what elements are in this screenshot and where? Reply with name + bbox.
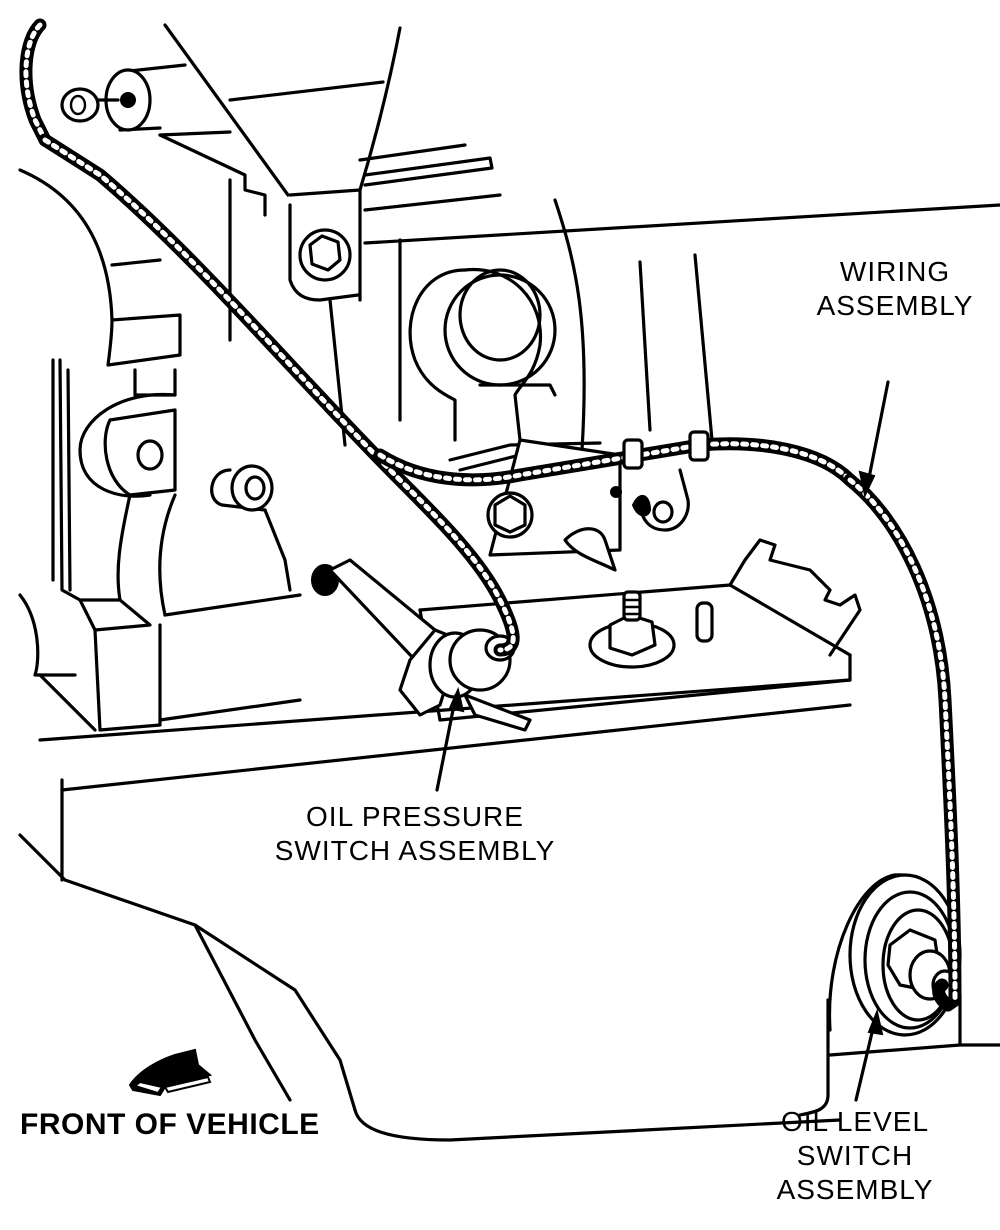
oil-level-switch [827, 873, 962, 1037]
front-of-vehicle-label: FRONT OF VEHICLE [20, 1108, 320, 1141]
wiring-harness [19, 18, 962, 1012]
mount-cylinder [60, 63, 187, 132]
wiring-assembly-label-line-2: ASSEMBLY [816, 290, 974, 321]
oil-pressure-switch-label-line-2: SWITCH ASSEMBLY [274, 835, 556, 866]
lifting-eye [408, 198, 714, 452]
oil-pressure-switch [311, 558, 532, 732]
left-boss [210, 464, 292, 592]
oil-pan-rail [38, 538, 862, 882]
left-arrow-icon [128, 1048, 213, 1097]
leader-oil-pressure-switch [435, 686, 465, 792]
oil-level-switch-label-line-3: ASSEMBLY [776, 1174, 934, 1205]
oil-level-switch-label-line-2: SWITCH [796, 1140, 914, 1171]
bracket-bolt [298, 228, 352, 282]
leader-wiring-assembly [858, 380, 890, 499]
oil-level-switch-label-line-1: OIL LEVEL [780, 1106, 930, 1137]
left-engine-side [18, 168, 302, 732]
leader-oil-level-switch [854, 1008, 884, 1102]
plate-stud [588, 590, 714, 669]
oil-pan-body [18, 833, 1000, 1142]
oil-pressure-switch-label: OIL PRESSURE SWITCH ASSEMBLY [245, 800, 585, 868]
wiring-assembly-label-line-1: WIRING [839, 256, 951, 287]
wiring-assembly-label: WIRING ASSEMBLY [800, 255, 990, 323]
oil-level-switch-label: OIL LEVEL SWITCH ASSEMBLY [760, 1105, 950, 1207]
oil-pressure-switch-label-line-1: OIL PRESSURE [306, 801, 524, 832]
upper-bracket [158, 23, 1000, 447]
